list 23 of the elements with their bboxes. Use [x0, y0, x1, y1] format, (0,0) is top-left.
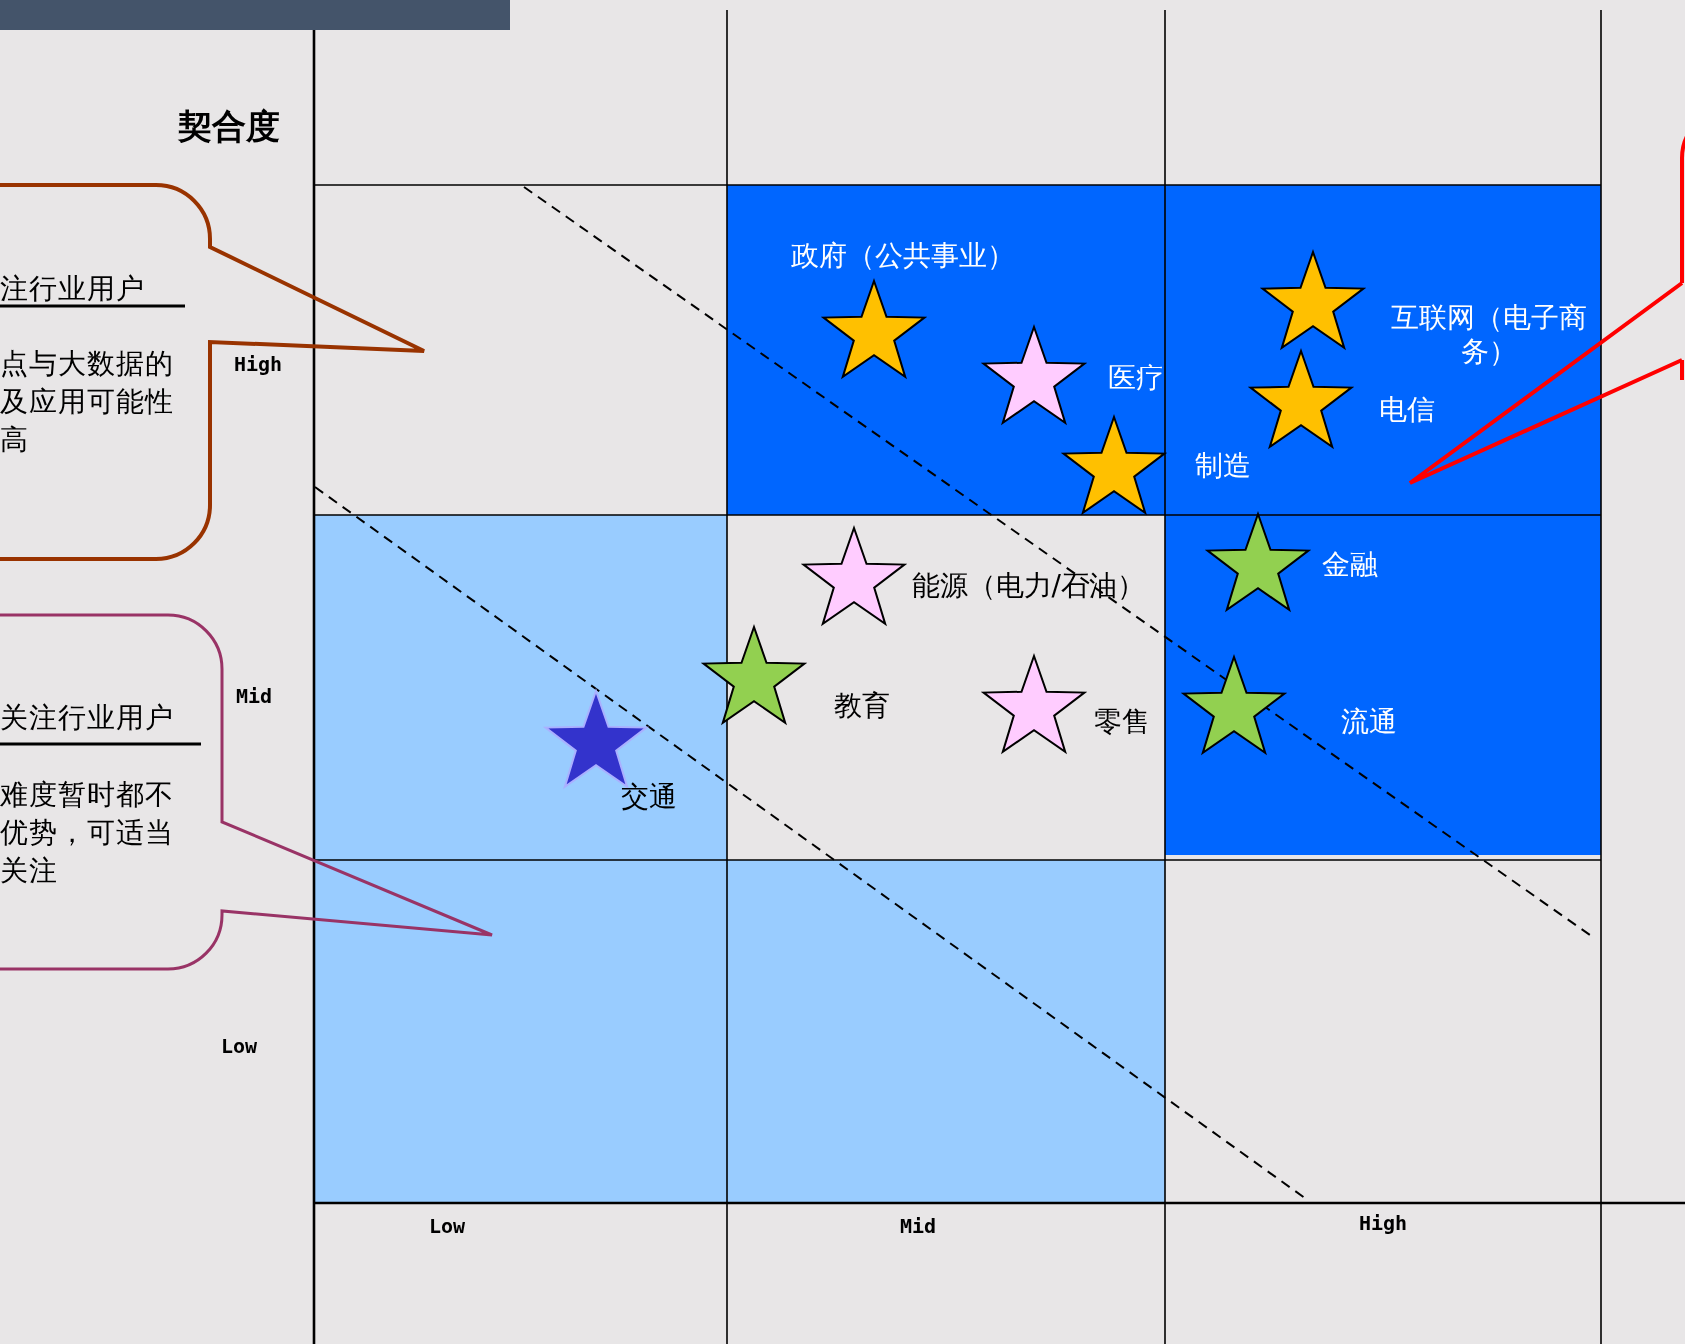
axis-label: Mid	[899, 1214, 937, 1238]
callout-heading: 注行业用户	[0, 271, 146, 307]
axis-label: High	[1358, 1211, 1408, 1235]
title-banner	[0, 0, 510, 30]
axis-label: Mid	[235, 684, 273, 708]
industry-label: 政府（公共事业）	[791, 239, 1015, 273]
industry-label: 金融	[1322, 548, 1378, 582]
axis-label: Low	[428, 1214, 466, 1238]
callout-heading: 关注行业用户	[0, 700, 175, 736]
axis-label: High	[233, 352, 283, 376]
axis-title: 契合度	[178, 105, 280, 148]
industry-label: 流通	[1341, 705, 1397, 739]
industry-label: 零售	[1094, 705, 1150, 739]
industry-label: 互联网（电子商务）	[1390, 301, 1588, 369]
industry-label: 教育	[834, 689, 890, 723]
industry-label: 能源（电力/石油）	[911, 569, 1145, 603]
industry-label: 电信	[1379, 393, 1435, 427]
axis-label: Low	[220, 1034, 258, 1058]
industry-label: 医疗	[1108, 361, 1164, 395]
industry-label: 交通	[621, 780, 677, 814]
industry-label: 制造	[1195, 449, 1251, 483]
callout-text: 难度暂时都不优势，可适当关注	[0, 777, 175, 889]
callout-text: 点与大数据的及应用可能性高	[0, 346, 175, 458]
